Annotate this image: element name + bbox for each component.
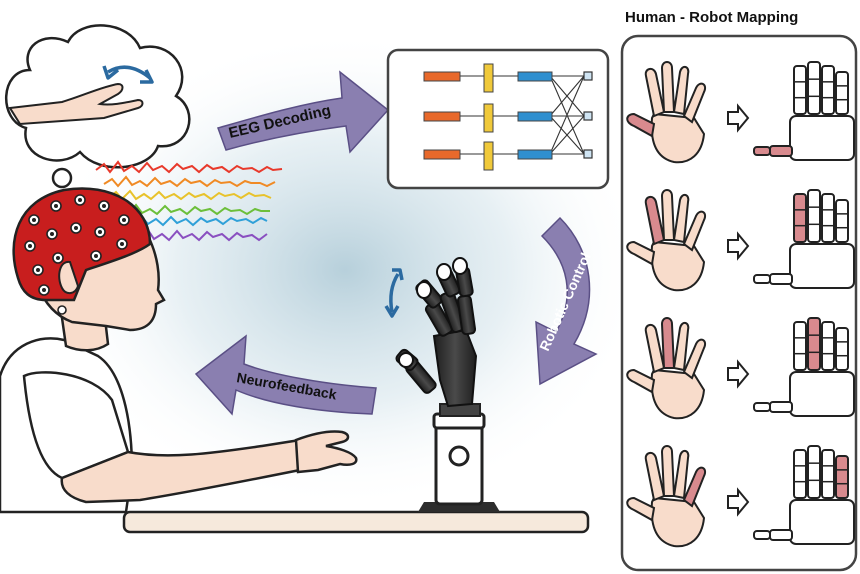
finger-index [644, 196, 666, 246]
finger-middle [660, 189, 676, 241]
finger-thumb [626, 496, 656, 522]
eeg-waves [95, 160, 283, 242]
eeg-wave-4 [113, 203, 270, 216]
mapping-arrow-icon [727, 103, 750, 133]
finger-pinky [682, 466, 706, 508]
robot-finger-pinky [835, 455, 849, 499]
network-hidden-nodes [517, 71, 553, 160]
finger-middle [660, 317, 676, 369]
human-hand [626, 189, 706, 292]
robot-finger-ring [821, 193, 835, 243]
robot-palm [789, 243, 855, 289]
cap-electrodes [24, 194, 130, 315]
finger-index [644, 68, 666, 118]
robot-finger-thumb-tip [753, 274, 771, 284]
robot-finger-ring [821, 65, 835, 115]
finger-index [644, 324, 666, 374]
thought-bubble [4, 24, 191, 205]
mapping-row [626, 317, 855, 420]
robot-finger-index [793, 449, 807, 499]
mapping-row [626, 189, 855, 292]
finger-ring [672, 66, 690, 116]
robot-finger-middle [807, 445, 821, 499]
robot-finger-middle [807, 317, 821, 371]
human-hand [626, 61, 706, 164]
network-filter-nodes [483, 63, 494, 171]
finger-ring [672, 194, 690, 244]
robot-finger-ring [821, 321, 835, 371]
robot-finger-thumb [769, 529, 793, 541]
robot-hand [384, 257, 500, 512]
robot-finger-thumb-tip [753, 146, 771, 156]
robot-finger-pinky [835, 71, 849, 115]
finger-index [644, 452, 666, 502]
ear [58, 260, 80, 294]
mapping-arrow-icon [727, 359, 750, 389]
table-top [122, 510, 590, 534]
robot-finger-thumb-tip [753, 402, 771, 412]
eeg-wave-2 [103, 175, 276, 188]
network-input-nodes [423, 71, 461, 160]
finger-thumb [626, 112, 656, 138]
robot-outline-hand [753, 445, 855, 545]
eeg-decoding-arrow [217, 70, 390, 154]
eeg-wave-1 [95, 160, 283, 174]
robot-finger-thumb-tip [753, 530, 771, 540]
robot-finger-thumb [769, 273, 793, 285]
robot-palm [789, 499, 855, 545]
finger-pinky [682, 82, 706, 124]
robot-finger-thumb [769, 401, 793, 413]
eeg-cap [12, 187, 152, 302]
forearm [60, 438, 302, 504]
robot-finger-pinky [835, 199, 849, 243]
finger-pinky [682, 338, 706, 380]
palm [650, 240, 706, 292]
open-hand [294, 430, 358, 474]
eeg-wave-3 [107, 189, 272, 201]
mapping-row [626, 445, 855, 548]
rotation-icon [102, 65, 154, 84]
palm [650, 368, 706, 420]
robot-finger-index [793, 321, 807, 371]
robot-finger-index [793, 65, 807, 115]
finger-ring [672, 450, 690, 500]
robot-palm [789, 115, 855, 161]
robot-outline-hand [753, 189, 855, 289]
network-output-nodes [583, 71, 593, 159]
finger-pinky [682, 210, 706, 252]
robot-palm [789, 371, 855, 417]
person [0, 187, 358, 514]
imagined-hand [8, 82, 144, 126]
network-connections [458, 75, 585, 155]
palm [650, 496, 706, 548]
panel-title: Human - Robot Mapping [625, 9, 798, 26]
mapping-arrow-icon [727, 231, 750, 261]
human-hand [626, 445, 706, 548]
robot-finger-ring [821, 449, 835, 499]
human-hand [626, 317, 706, 420]
robot-rotation-icon [384, 268, 404, 318]
mapping-arrow-icon [727, 487, 750, 517]
mapping-rows [626, 61, 855, 548]
finger-middle [660, 445, 676, 497]
robot-finger-middle [807, 189, 821, 243]
mapping-row [626, 61, 855, 164]
robotic-control-arrow [535, 216, 598, 386]
finger-middle [660, 61, 676, 113]
palm [650, 112, 706, 164]
robot-finger-thumb [769, 145, 793, 157]
robot-outline-hand [753, 61, 855, 161]
robot-finger-index [793, 193, 807, 243]
finger-thumb [626, 368, 656, 394]
neurofeedback-arrow [194, 334, 377, 416]
finger-thumb [626, 240, 656, 266]
finger-ring [672, 322, 690, 372]
neural-network-box [386, 48, 610, 190]
mapping-panel [620, 34, 858, 572]
robot-finger-middle [807, 61, 821, 115]
robot-finger-pinky [835, 327, 849, 371]
robot-outline-hand [753, 317, 855, 417]
